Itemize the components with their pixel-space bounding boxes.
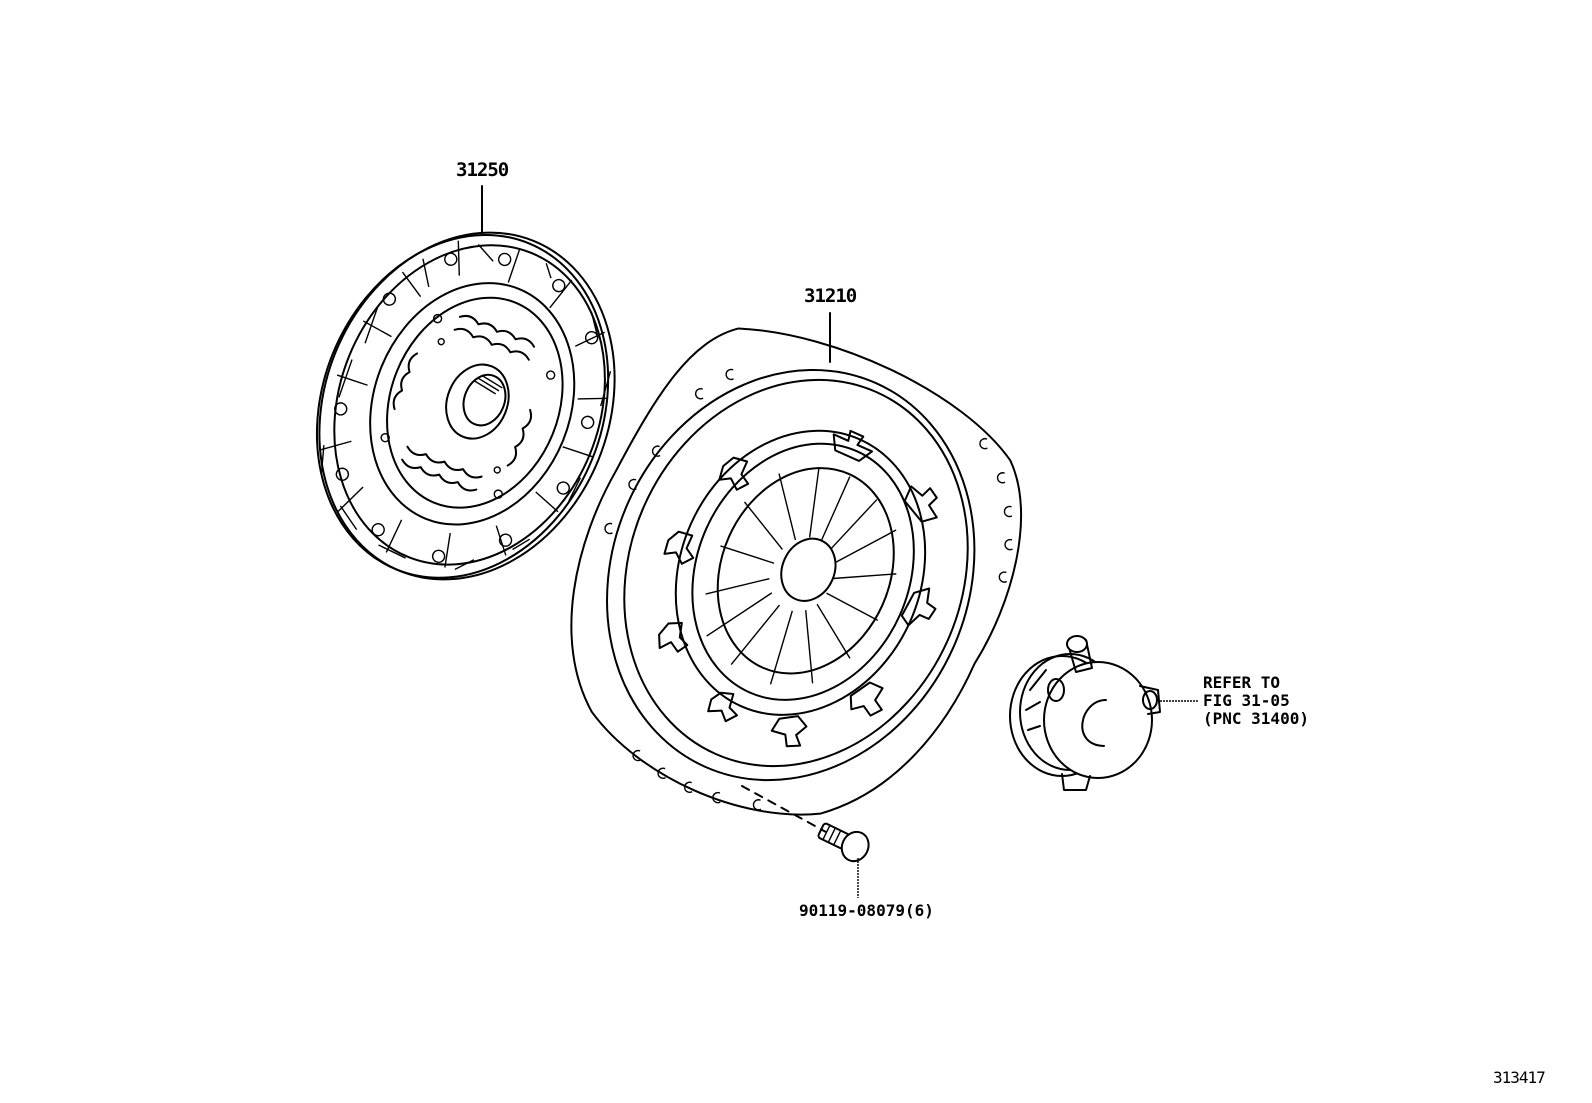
reference-line-3: (PNC 31400) <box>1203 709 1309 728</box>
bolt-drawing[interactable] <box>741 785 873 898</box>
part-label-bolt[interactable]: 90119-08079(6) <box>799 901 934 920</box>
clutch-cover-drawing[interactable] <box>507 283 1073 878</box>
figure-id: 313417 <box>1493 1068 1546 1087</box>
part-label-31210[interactable]: 31210 <box>804 285 857 307</box>
clutch-disc-drawing[interactable] <box>267 185 666 624</box>
reference-line-1: REFER TO <box>1203 673 1281 692</box>
release-bearing-drawing[interactable] <box>1009 635 1198 791</box>
reference-line-2[interactable]: FIG 31-05 <box>1203 691 1290 710</box>
part-label-31250[interactable]: 31250 <box>456 159 509 181</box>
